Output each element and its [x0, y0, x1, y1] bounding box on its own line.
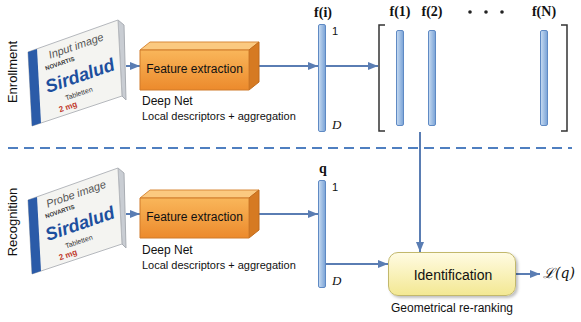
- flow-arrow: [126, 213, 140, 215]
- index-label: 1: [332, 181, 338, 194]
- box-front: [140, 50, 249, 90]
- flow-arrow: [326, 65, 378, 67]
- method-caption: Local descriptors + aggregation: [142, 110, 296, 123]
- dimension-label: D: [332, 274, 341, 289]
- column-symbol: f(2): [422, 4, 443, 20]
- feature-column: [540, 30, 548, 126]
- box-top: [140, 190, 259, 198]
- package-stripe: [28, 49, 41, 126]
- package-face: [28, 20, 122, 126]
- ellipsis-dot: [468, 10, 472, 14]
- flow-arrow: [259, 213, 318, 215]
- row-label: Enrollment: [6, 41, 21, 103]
- left-bracket: [379, 25, 385, 131]
- vector-symbol: q: [319, 161, 327, 177]
- gallery-matrix: f(1)f(2)f(N): [378, 24, 568, 132]
- flow-arrow: [326, 263, 388, 265]
- connector-group: [126, 66, 420, 264]
- package-stripe: [28, 197, 41, 274]
- method-caption: Local descriptors + aggregation: [142, 259, 296, 272]
- flow-arrow: [259, 65, 318, 67]
- ellipsis-dot: [500, 10, 504, 14]
- box-side: [249, 190, 259, 238]
- index-label: 1: [332, 25, 338, 38]
- feature-column: [396, 30, 404, 126]
- section-divider: [8, 147, 572, 149]
- vector-symbol: f(i): [314, 5, 332, 21]
- box-title: Feature extraction: [146, 63, 243, 77]
- output-arrow: [516, 273, 540, 275]
- package-face: [28, 168, 122, 274]
- flow-arrow: [126, 65, 140, 67]
- feature-column: [428, 30, 436, 126]
- feature-extraction-box: Feature extraction: [140, 190, 259, 238]
- column-symbol: f(1): [390, 4, 411, 20]
- network-caption: Deep Net: [142, 244, 193, 258]
- identification-box: Identification: [388, 252, 516, 296]
- box-front: [140, 198, 249, 238]
- feature-extraction-box: Feature extraction: [140, 42, 259, 90]
- input-image: Input imageNOVARTISSirdaludTabletten2 mg: [22, 12, 126, 130]
- output-symbol: ℒ(q): [543, 265, 575, 281]
- right-bracket: [561, 25, 567, 131]
- box-title: Identification: [414, 267, 493, 283]
- network-caption: Deep Net: [142, 95, 193, 109]
- ellipsis-dot: [484, 10, 488, 14]
- flow-arrow: [419, 132, 421, 252]
- box-title: Feature extraction: [146, 211, 243, 225]
- query-vector: q1D: [318, 180, 326, 288]
- row-label: Recognition: [6, 188, 21, 257]
- dimension-label: D: [332, 118, 341, 133]
- feature-vector: f(i)1D: [318, 24, 326, 132]
- box-top: [140, 42, 259, 50]
- probe-image: Probe imageNOVARTISSirdaludTabletten2 mg: [22, 160, 126, 278]
- column-symbol: f(N): [532, 4, 556, 20]
- box-side: [249, 42, 259, 90]
- stage-caption: Geometrical re-ranking: [391, 302, 513, 316]
